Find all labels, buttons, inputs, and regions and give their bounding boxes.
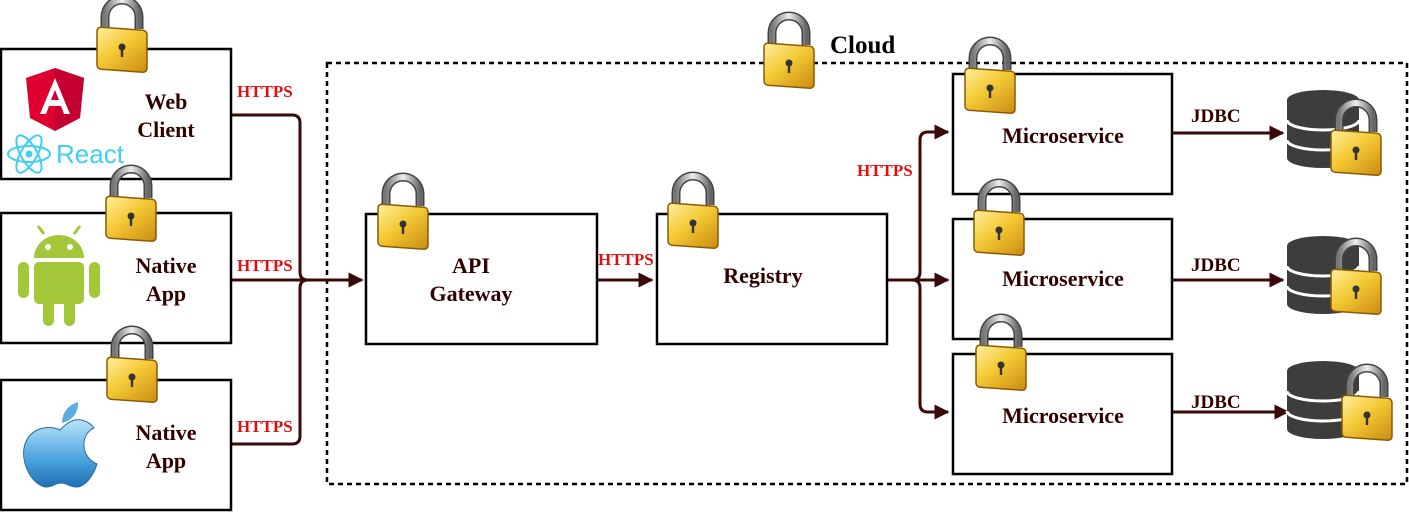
microservice-label-2: Microservice (1002, 266, 1124, 291)
jdbc-label-1: JDBC (1191, 106, 1241, 127)
web-client-label-line2: Client (137, 117, 195, 142)
api-gateway-label-line1: API (452, 253, 490, 278)
react-wordmark: React (56, 139, 125, 169)
gateway-registry-protocol-label: HTTPS (598, 250, 654, 269)
ios-app-label-line1: Native (135, 420, 196, 445)
android-protocol-label: HTTPS (237, 256, 293, 275)
registry-padlock-icon (668, 176, 718, 248)
cloud-padlock-icon (764, 16, 814, 88)
jdbc-label-2: JDBC (1191, 255, 1241, 276)
angular-logo-icon (26, 68, 84, 131)
cloud-boundary (325, 61, 1409, 486)
web-client-padlock-icon (97, 0, 147, 72)
react-logo-icon (7, 134, 51, 174)
registry-services-protocol-label: HTTPS (857, 161, 913, 180)
registry-label: Registry (723, 263, 802, 288)
database-padlock-icon-3 (1342, 368, 1392, 440)
microservice-label-1: Microservice (1002, 123, 1124, 148)
connector-ios-to-gateway (232, 278, 309, 446)
api-gateway-label-line2: Gateway (429, 281, 512, 306)
android-logo-icon (18, 225, 100, 326)
android-app-label-line1: Native (135, 253, 196, 278)
microservice-padlock-icon-1 (965, 41, 1015, 113)
cloud-label: Cloud (830, 32, 895, 59)
ios-protocol-label: HTTPS (237, 417, 293, 436)
android-app-label-line2: App (146, 281, 186, 306)
web-client-label-line1: Web (145, 89, 188, 114)
api-gateway-padlock-icon (378, 177, 428, 249)
ios-app-label-line2: App (146, 448, 186, 473)
connector-registry-to-ms3 (911, 278, 950, 420)
jdbc-label-3: JDBC (1191, 392, 1241, 413)
microservice-label-3: Microservice (1002, 403, 1124, 428)
connector-registry-to-ms1 (887, 124, 950, 282)
apple-logo-icon (23, 402, 98, 488)
web-protocol-label: HTTPS (237, 82, 293, 101)
